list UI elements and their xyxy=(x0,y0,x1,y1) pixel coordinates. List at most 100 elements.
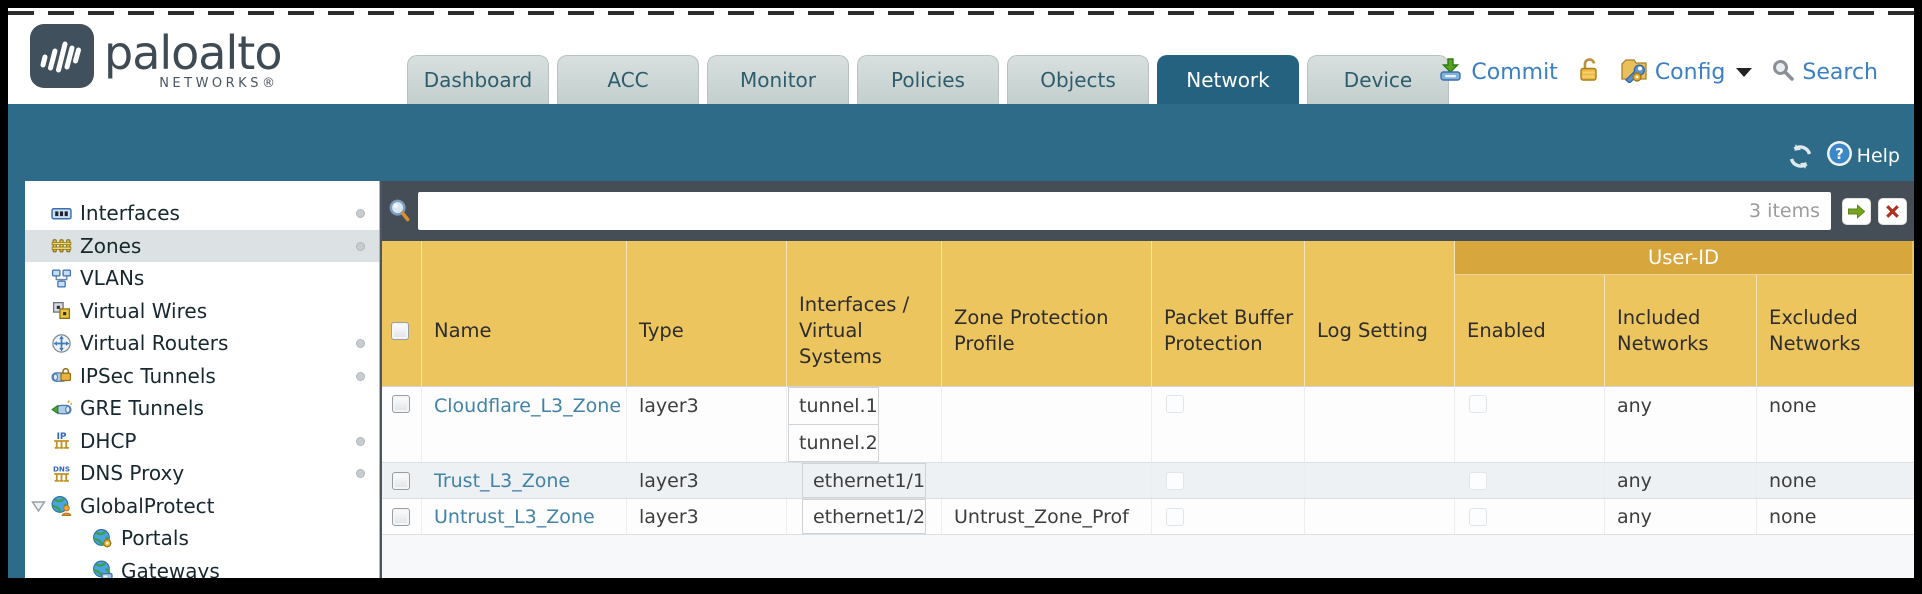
interface-box: ethernet1/1 xyxy=(801,463,927,498)
zone-name-link[interactable]: Trust_L3_Zone xyxy=(434,469,571,492)
tab-policies[interactable]: Policies xyxy=(857,55,999,104)
sidebar-item-label: GRE Tunnels xyxy=(80,396,204,421)
row-checkbox[interactable] xyxy=(392,507,410,526)
expander-icon[interactable] xyxy=(31,500,46,513)
header-actions: Commit Config xyxy=(1437,56,1878,89)
type-cell: layer3 xyxy=(627,499,787,534)
left-accent-strip xyxy=(8,181,25,578)
excluded-networks-cell: none xyxy=(1769,505,1817,528)
column-header-interfaces-virtual-systems[interactable]: Interfaces / Virtual Systems xyxy=(787,241,942,387)
search-icon xyxy=(1771,58,1795,88)
paloalto-logo-icon xyxy=(30,24,94,92)
interfaces-cell: ethernet1/2 xyxy=(787,499,942,534)
user-id-enabled-checkbox[interactable] xyxy=(1469,507,1487,526)
packet-buffer-protection-checkbox[interactable] xyxy=(1166,507,1184,526)
column-header-log-setting[interactable]: Log Setting xyxy=(1305,241,1455,387)
config-button[interactable]: Config xyxy=(1620,56,1753,89)
sidebar-item-label: Virtual Routers xyxy=(80,331,229,356)
config-icon xyxy=(1620,56,1648,89)
clear-filter-button[interactable] xyxy=(1878,197,1907,225)
portals-icon xyxy=(92,528,113,549)
column-header-type[interactable]: Type xyxy=(627,241,787,387)
lock-button[interactable] xyxy=(1577,57,1601,89)
sidebar-item-label: DNS Proxy xyxy=(80,461,185,486)
row-checkbox[interactable] xyxy=(392,395,410,413)
sidebar-item-gateways[interactable]: Gateways xyxy=(25,555,379,578)
row-checkbox[interactable] xyxy=(392,471,410,490)
column-header-packet-buffer-protection[interactable]: Packet Buffer Protection xyxy=(1152,241,1305,387)
column-header-enabled[interactable]: Enabled xyxy=(1455,241,1605,387)
status-dot xyxy=(356,241,365,251)
commit-button[interactable]: Commit xyxy=(1437,56,1558,89)
interface-box: tunnel.2 xyxy=(788,424,879,462)
interfaces-icon xyxy=(51,203,72,224)
excluded-networks-cell: none xyxy=(1769,395,1817,417)
apply-filter-button[interactable] xyxy=(1842,197,1871,225)
svg-text:?: ? xyxy=(1835,145,1844,163)
globalprotect-icon xyxy=(51,495,72,517)
name-cell: Untrust_L3_Zone xyxy=(422,499,627,534)
user-id-enabled-checkbox[interactable] xyxy=(1469,471,1487,490)
column-header-included-networks[interactable]: Included Networks xyxy=(1605,241,1757,387)
tab-dashboard[interactable]: Dashboard xyxy=(407,55,549,104)
included-networks-cell: any xyxy=(1605,499,1757,534)
column-header-name[interactable]: Name xyxy=(422,241,627,387)
sidebar-item-interfaces[interactable]: Interfaces xyxy=(25,197,379,230)
sidebar-item-ipsec-tunnels[interactable]: IPSec Tunnels xyxy=(25,360,379,393)
sidebar-item-label: Virtual Wires xyxy=(80,298,208,323)
sidebar-item-portals[interactable]: Portals xyxy=(25,522,379,555)
log-setting-cell xyxy=(1305,463,1455,498)
tab-network[interactable]: Network xyxy=(1157,55,1299,104)
sidebar-item-label: Zones xyxy=(80,233,142,258)
sidebar-item-virtual-wires[interactable]: Virtual Wires xyxy=(25,295,379,328)
tab-objects[interactable]: Objects xyxy=(1007,55,1149,104)
zone-name-link[interactable]: Cloudflare_L3_Zone xyxy=(434,395,622,417)
select-all-checkbox[interactable] xyxy=(391,322,409,340)
sidebar-item-virtual-routers[interactable]: Virtual Routers xyxy=(25,327,379,360)
refresh-button[interactable] xyxy=(1787,143,1814,170)
zone-name-link[interactable]: Untrust_L3_Zone xyxy=(434,505,595,528)
logo-wordmark: paloalto xyxy=(104,26,282,80)
chevron-down-icon xyxy=(1736,68,1753,77)
sidebar-item-globalprotect[interactable]: GlobalProtect xyxy=(25,490,379,523)
select-cell xyxy=(382,387,422,462)
toolbar-band: ? Help xyxy=(8,104,1914,181)
filter-input[interactable] xyxy=(418,192,1831,230)
zone-protection-profile-cell xyxy=(942,463,1152,498)
help-button[interactable]: ? Help xyxy=(1826,140,1900,172)
user-id-enabled-cell xyxy=(1455,387,1605,462)
sidebar-item-gre-tunnels[interactable]: GRE Tunnels xyxy=(25,392,379,425)
packet-buffer-protection-cell xyxy=(1152,463,1305,498)
search-label: Search xyxy=(1802,60,1878,85)
user-id-enabled-checkbox[interactable] xyxy=(1469,395,1487,413)
tab-device[interactable]: Device xyxy=(1307,55,1449,104)
column-header-excluded-networks[interactable]: Excluded Networks xyxy=(1769,306,1861,355)
column-header-zone-protection-profile[interactable]: Zone Protection Profile xyxy=(942,241,1152,387)
packet-buffer-protection-checkbox[interactable] xyxy=(1166,395,1184,413)
interfaces-cell: ethernet1/1 xyxy=(787,463,942,498)
packet-buffer-protection-checkbox[interactable] xyxy=(1166,471,1184,490)
search-button[interactable]: Search xyxy=(1771,58,1878,88)
zones-icon xyxy=(51,235,72,256)
help-label: Help xyxy=(1856,145,1900,167)
logo-subtitle: NETWORKS® xyxy=(159,76,279,91)
status-dot xyxy=(356,371,365,381)
selection-marquee xyxy=(8,11,1914,15)
commit-label: Commit xyxy=(1471,60,1558,85)
tab-monitor[interactable]: Monitor xyxy=(707,55,849,104)
config-label: Config xyxy=(1654,60,1726,85)
header-select-cell xyxy=(382,241,422,387)
excluded-networks-cell: none xyxy=(1769,469,1817,492)
sidebar-item-vlans[interactable]: VLANs xyxy=(25,262,379,295)
tab-acc[interactable]: ACC xyxy=(557,55,699,104)
filter-input-wrap: 3 items xyxy=(418,192,1831,230)
user-id-enabled-cell xyxy=(1455,499,1605,534)
sidebar-item-zones[interactable]: Zones xyxy=(25,229,379,262)
